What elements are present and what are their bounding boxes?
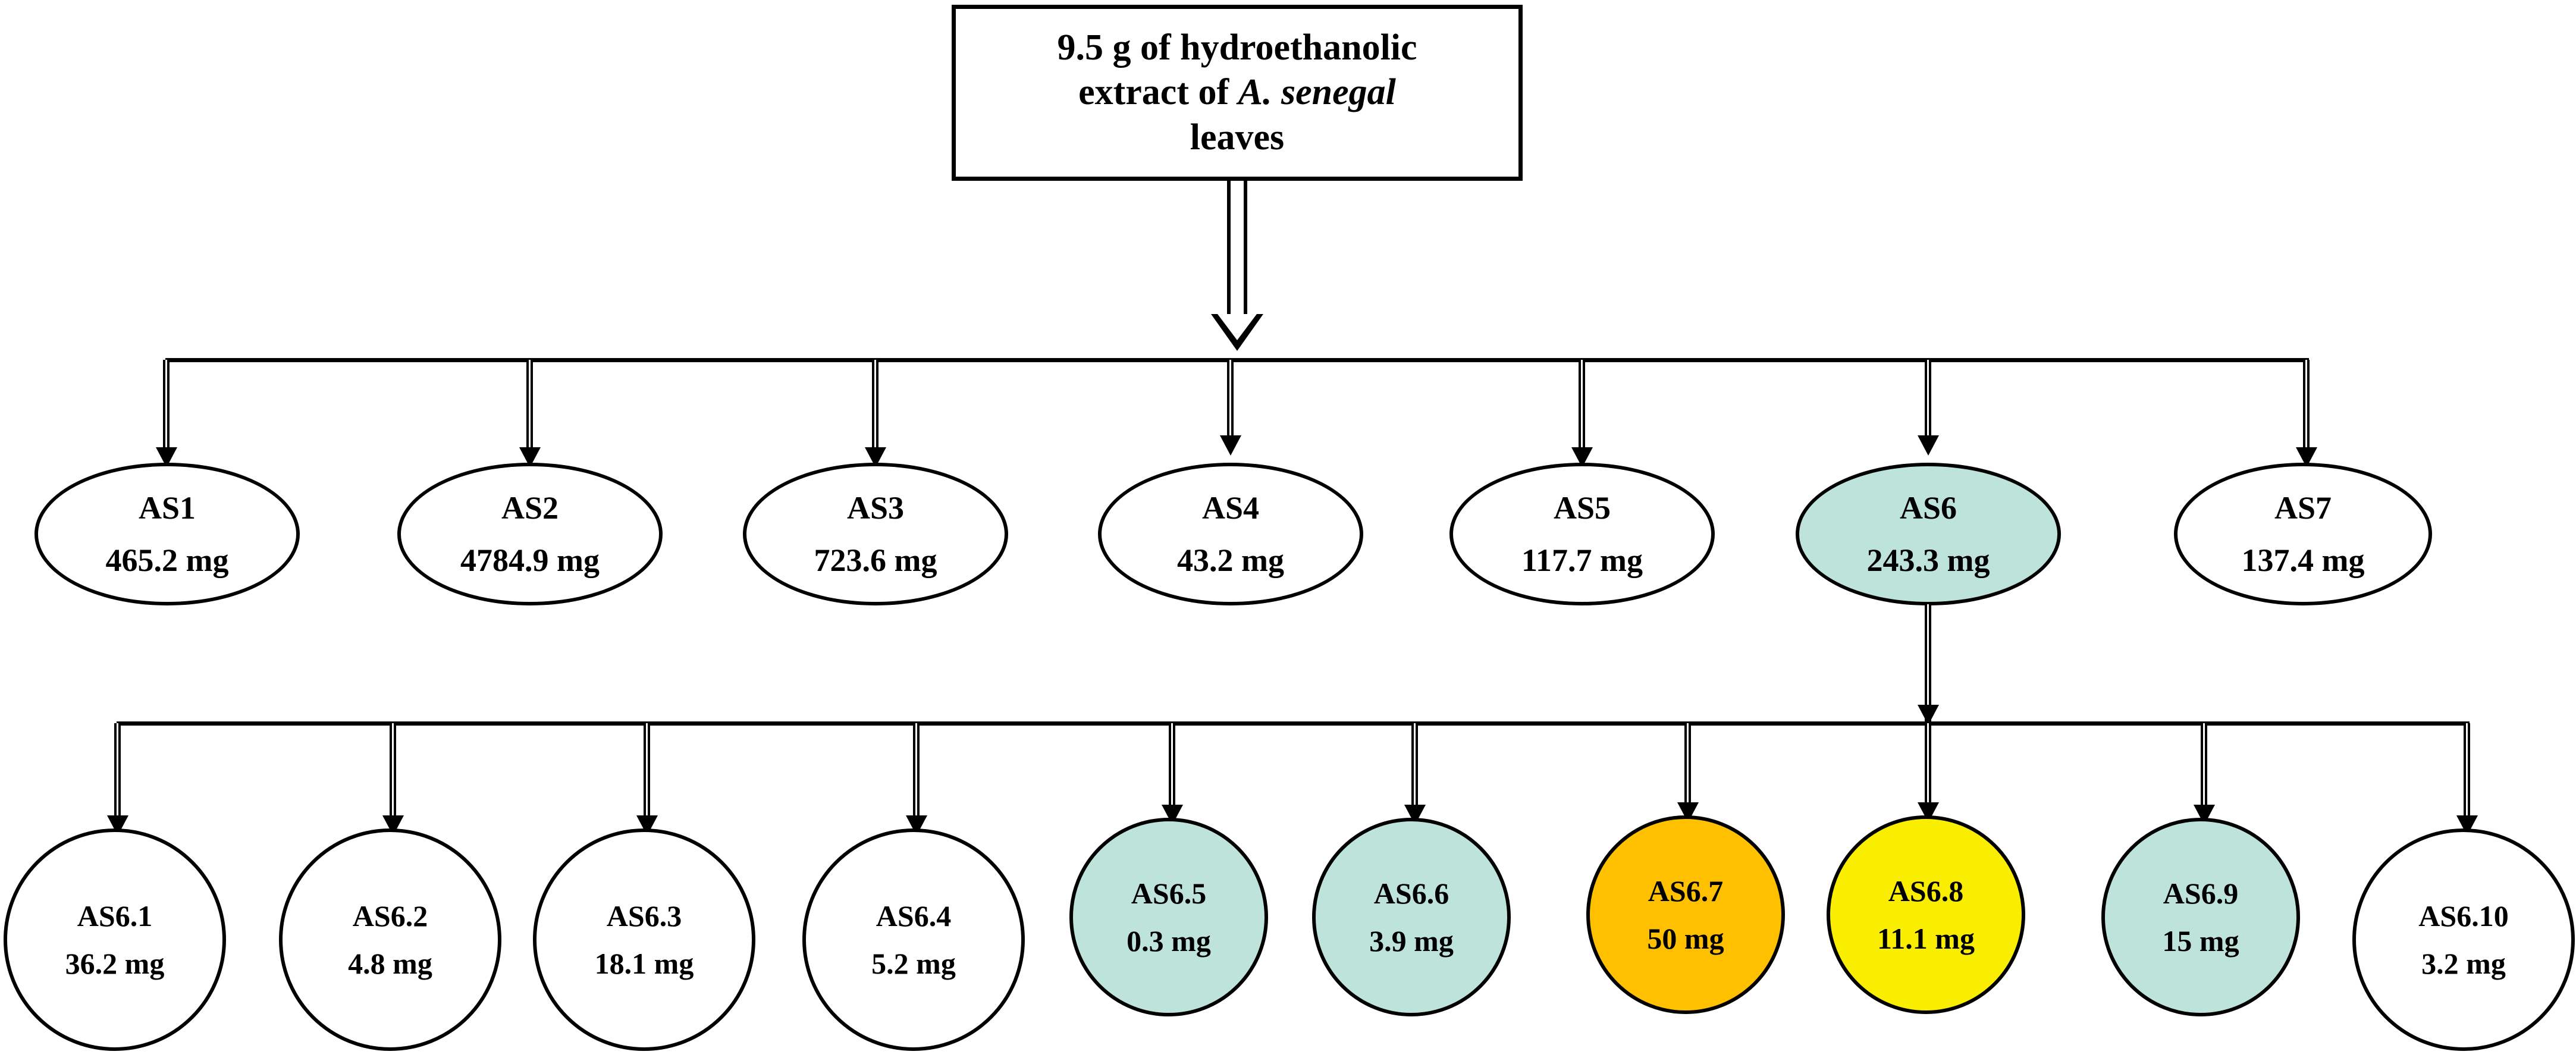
node-as6-10[interactable]: AS6.10 3.2 mg — [2352, 828, 2575, 1051]
node-as6-1-mass: 36.2 mg — [65, 947, 165, 980]
row2-drop-pipe-7 — [1684, 723, 1691, 810]
node-as4-id: AS4 — [1201, 490, 1260, 526]
node-as2[interactable]: AS2 4784.9 mg — [397, 463, 663, 605]
node-as6-2[interactable]: AS6.2 4.8 mg — [279, 828, 501, 1051]
node-as1[interactable]: AS1 465.2 mg — [34, 463, 300, 605]
row1-drop-pipe-4 — [1227, 360, 1234, 443]
node-as6-7-id: AS6.7 — [1648, 874, 1724, 908]
row2-drop-pipe-4 — [913, 723, 920, 823]
source-line-2-prefix: extract of — [1078, 72, 1238, 113]
row1-arrowhead-6 — [1918, 435, 1939, 456]
node-as6-2-id: AS6.2 — [352, 899, 428, 933]
node-as6-3-mass: 18.1 mg — [594, 947, 694, 980]
node-as6-3[interactable]: AS6.3 18.1 mg — [533, 828, 755, 1051]
row1-arrowhead-4 — [1220, 435, 1241, 456]
node-as6-1[interactable]: AS6.1 36.2 mg — [4, 828, 226, 1051]
row2-drop-pipe-10 — [2464, 723, 2470, 823]
node-as6-7[interactable]: AS6.7 50 mg — [1586, 815, 1785, 1014]
row1-drop-pipe-6 — [1925, 360, 1931, 443]
row1-drop-pipe-7 — [2303, 360, 2310, 455]
source-line-2: extract of A. senegal — [1078, 70, 1396, 115]
node-as6-5[interactable]: AS6.5 0.3 mg — [1069, 818, 1268, 1016]
node-as4-mass: 43.2 mg — [1177, 542, 1284, 578]
row1-drop-pipe-1 — [163, 360, 170, 455]
node-as6-9[interactable]: AS6.9 15 mg — [2101, 818, 2300, 1016]
node-as1-mass: 465.2 mg — [105, 542, 229, 578]
node-as6-4-mass: 5.2 mg — [871, 947, 956, 980]
node-as6-5-id: AS6.5 — [1131, 877, 1207, 910]
node-as6-9-mass: 15 mg — [2162, 924, 2239, 958]
node-as6-4-id: AS6.4 — [876, 899, 952, 933]
node-as4[interactable]: AS4 43.2 mg — [1098, 463, 1363, 605]
node-as6-6-mass: 3.9 mg — [1369, 924, 1454, 958]
row1-drop-pipe-5 — [1579, 360, 1585, 455]
source-line-3: leaves — [1190, 117, 1285, 158]
node-as3[interactable]: AS3 723.6 mg — [743, 463, 1008, 605]
row2-drop-pipe-6 — [1411, 723, 1418, 812]
node-as5[interactable]: AS5 117.7 mg — [1449, 463, 1715, 605]
node-as3-id: AS3 — [846, 490, 905, 526]
row2-drop-pipe-9 — [2201, 723, 2207, 812]
source-extract-box: 9.5 g of hydroethanolic extract of A. se… — [952, 5, 1523, 181]
node-as6-10-id: AS6.10 — [2418, 899, 2509, 933]
node-as5-id: AS5 — [1553, 490, 1611, 526]
node-as6-6-id: AS6.6 — [1373, 877, 1449, 910]
node-as3-mass: 723.6 mg — [814, 542, 937, 578]
row1-distribution-rail — [165, 358, 2309, 362]
source-to-row1-arrow-head-inner — [1218, 314, 1257, 340]
source-line-1: 9.5 g of hydroethanolic — [1057, 27, 1417, 68]
node-as6-mass: 243.3 mg — [1866, 542, 1990, 578]
node-as6-id: AS6 — [1899, 490, 1957, 526]
node-as1-id: AS1 — [138, 490, 196, 526]
node-as7[interactable]: AS7 137.4 mg — [2174, 463, 2432, 605]
node-as6-8[interactable]: AS6.8 11.1 mg — [1827, 815, 2025, 1014]
row1-drop-pipe-3 — [872, 360, 878, 455]
node-as6-6[interactable]: AS6.6 3.9 mg — [1312, 818, 1511, 1016]
row2-distribution-rail — [117, 721, 2470, 726]
node-as6[interactable]: AS6 243.3 mg — [1796, 463, 2061, 605]
node-as6-10-mass: 3.2 mg — [2421, 947, 2506, 980]
row1-drop-pipe-2 — [526, 360, 533, 455]
node-as7-mass: 137.4 mg — [2241, 542, 2365, 578]
node-as6-5-mass: 0.3 mg — [1127, 924, 1211, 958]
node-as2-id: AS2 — [501, 490, 559, 526]
node-as6-3-id: AS6.3 — [606, 899, 682, 933]
row2-drop-pipe-3 — [644, 723, 650, 823]
row2-drop-pipe-1 — [114, 723, 121, 823]
node-as6-2-mass: 4.8 mg — [348, 947, 432, 980]
row2-drop-pipe-2 — [390, 723, 396, 823]
node-as7-id: AS7 — [2274, 490, 2332, 526]
species-name: A. senegal — [1238, 72, 1396, 113]
node-as6-4[interactable]: AS6.4 5.2 mg — [802, 828, 1025, 1051]
row2-drop-pipe-8 — [1925, 723, 1931, 810]
node-as6-7-mass: 50 mg — [1647, 922, 1724, 955]
row2-drop-pipe-5 — [1169, 723, 1175, 812]
node-as2-mass: 4784.9 mg — [460, 542, 600, 578]
node-as6-8-id: AS6.8 — [1888, 874, 1964, 908]
node-as6-1-id: AS6.1 — [77, 899, 153, 933]
node-as5-mass: 117.7 mg — [1521, 542, 1643, 578]
node-as6-8-mass: 11.1 mg — [1877, 922, 1975, 955]
source-to-row1-arrow-shaft — [1227, 181, 1247, 315]
as6-to-row2-pipe — [1925, 604, 1931, 723]
node-as6-9-id: AS6.9 — [2163, 877, 2239, 910]
